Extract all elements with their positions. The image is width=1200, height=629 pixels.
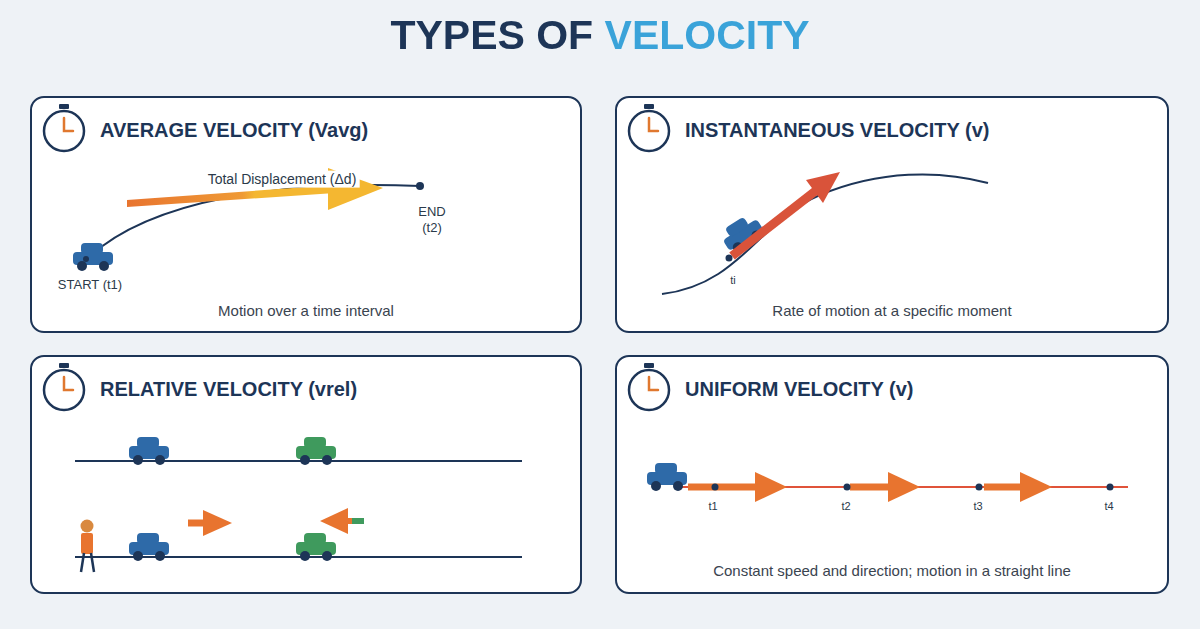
figure-label: t3 <box>973 500 982 513</box>
car-figure <box>296 437 336 465</box>
illustration-part <box>732 189 818 256</box>
illustration-part <box>649 377 658 390</box>
illustration-part <box>31 356 581 593</box>
illustration-part <box>91 553 94 572</box>
illustration-part <box>155 551 165 561</box>
car-figure <box>44 363 84 410</box>
illustration-part <box>31 97 581 332</box>
velocity-panel: INSTANTANEOUS VELOCITY (v) Rate of motion… <box>615 96 1169 333</box>
car-figure <box>129 533 169 561</box>
illustration-part <box>725 217 749 238</box>
illustration-part <box>300 551 310 561</box>
illustration-part <box>649 118 658 131</box>
illustration-part <box>81 520 94 533</box>
illustration-part <box>655 463 677 474</box>
illustration-part <box>844 484 851 491</box>
illustration-part <box>806 172 840 203</box>
figure-label: Total Displacement (Δd) <box>205 171 360 188</box>
illustration-part <box>976 484 983 491</box>
illustration-part <box>304 533 326 544</box>
illustration-part <box>81 553 84 572</box>
illustration-part <box>44 111 84 151</box>
velocity-panel: RELATIVE VELOCITY (vrel) <box>30 355 582 594</box>
illustration-part <box>203 510 232 536</box>
illustration-part <box>137 533 159 544</box>
panel-caption: Constant speed and direction; motion in … <box>617 562 1167 579</box>
illustration-part <box>1107 484 1114 491</box>
figure-label: END (t2) <box>413 204 451 235</box>
illustration-part <box>888 472 920 502</box>
illustration-part <box>629 370 669 410</box>
illustration-part <box>850 484 890 491</box>
figure-label: t2 <box>841 500 850 513</box>
illustration-part <box>322 551 332 561</box>
illustration-part <box>984 484 1022 491</box>
illustration-part <box>77 261 87 271</box>
car-figure <box>44 104 84 151</box>
illustration-part <box>44 370 84 410</box>
car-figure <box>296 533 336 561</box>
car-figure <box>629 363 669 410</box>
illustration-part <box>644 363 654 368</box>
illustration-part <box>88 185 420 258</box>
illustration-part <box>322 455 332 465</box>
car-figure <box>129 437 169 465</box>
illustration-part <box>64 377 73 390</box>
illustration-part <box>320 508 348 534</box>
velocity-panel: AVERAGE VELOCITY (Vavg) Motion over a tim… <box>30 96 582 333</box>
illustration-part <box>673 481 683 491</box>
panel-heading: RELATIVE VELOCITY (vrel) <box>100 378 357 401</box>
illustration-part <box>133 551 143 561</box>
panel-heading: AVERAGE VELOCITY (Vavg) <box>100 119 368 142</box>
illustration-part <box>64 118 73 131</box>
illustration-part <box>352 518 364 524</box>
illustration-part <box>137 437 159 448</box>
title-bar: TYPES OF VELOCITY <box>0 12 1200 59</box>
illustration-part <box>304 437 326 448</box>
illustration-part <box>300 455 310 465</box>
illustration-part <box>726 255 733 262</box>
figure-label: START (t1) <box>58 277 122 293</box>
illustration-part <box>616 97 1168 332</box>
illustration-part <box>155 455 165 465</box>
illustration-part <box>688 484 757 491</box>
illustration-part <box>651 481 661 491</box>
illustration-part <box>644 104 654 109</box>
panel-heading: INSTANTANEOUS VELOCITY (v) <box>685 119 989 142</box>
figure-label: t1 <box>708 500 717 513</box>
panel-caption: Rate of motion at a specific moment <box>617 302 1167 319</box>
illustration-part <box>133 455 143 465</box>
panel-caption: Motion over a time interval <box>32 302 580 319</box>
illustration-part <box>629 111 669 151</box>
illustration-part <box>616 356 1168 593</box>
illustration-part <box>712 484 719 491</box>
velocity-panel: UNIFORM VELOCITY (v) Constant speed and d… <box>615 355 1169 594</box>
title: TYPES OF VELOCITY <box>390 12 809 59</box>
illustration-part <box>59 104 69 109</box>
illustration-part <box>81 243 103 254</box>
figure-label: t4 <box>1104 500 1113 513</box>
illustration-part <box>99 261 109 271</box>
figure-label: ti <box>730 274 736 287</box>
car-figure <box>647 463 687 491</box>
illustration-part <box>127 185 335 207</box>
illustration-part <box>59 363 69 368</box>
illustration-part <box>1020 472 1052 502</box>
car-figure <box>73 243 113 271</box>
illustration-part <box>81 533 93 554</box>
illustration-part <box>416 182 424 190</box>
car-figure <box>629 104 669 151</box>
illustration-part <box>83 256 89 262</box>
illustration-part <box>755 472 787 502</box>
panel-heading: UNIFORM VELOCITY (v) <box>685 378 914 401</box>
